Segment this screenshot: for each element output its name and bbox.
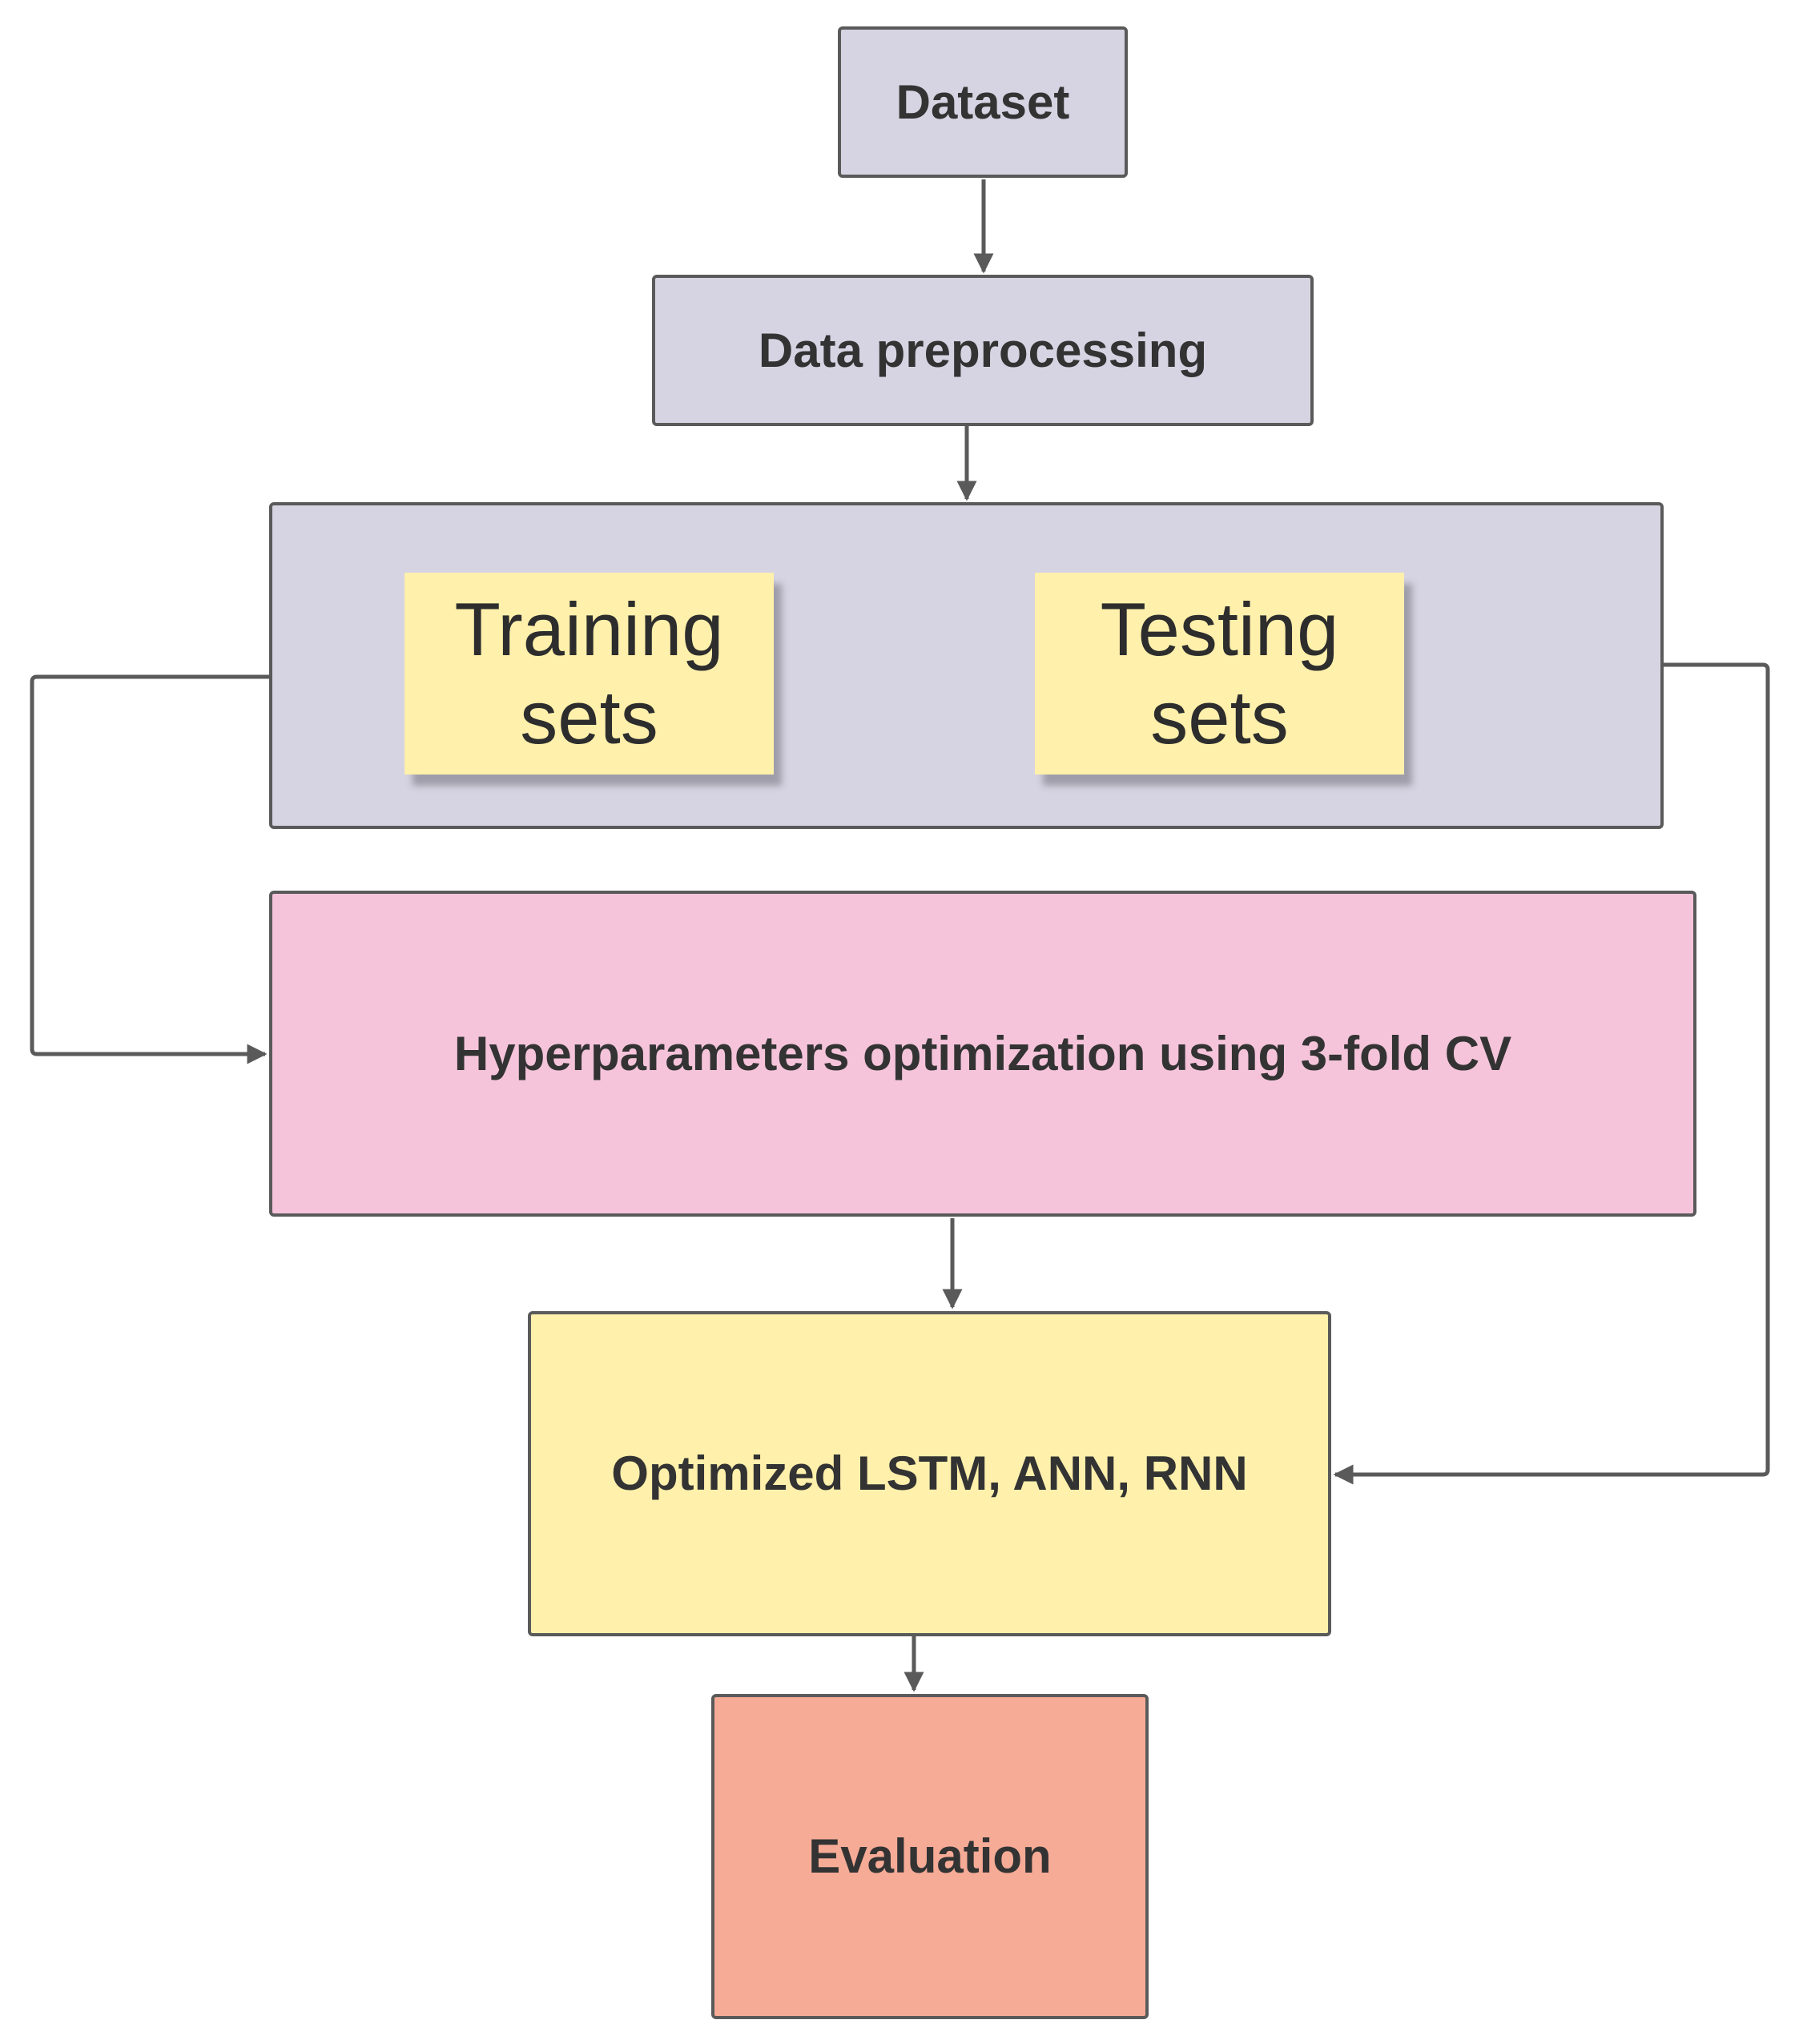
dataset-label: Dataset <box>895 74 1070 129</box>
testing-sets-label-line2: sets <box>1150 675 1289 759</box>
optimized-models-node: Optimized LSTM, ANN, RNN <box>528 1311 1331 1636</box>
hyperparameter-optimization-label: Hyperparameters optimization using 3-fol… <box>453 1026 1512 1080</box>
dataset-node: Dataset <box>838 26 1128 178</box>
hyperparameter-optimization-node: Hyperparameters optimization using 3-fol… <box>269 891 1696 1217</box>
arrow-training-to-hyperparameters <box>30 674 396 1064</box>
evaluation-node: Evaluation <box>711 1694 1149 2019</box>
optimized-models-label: Optimized LSTM, ANN, RNN <box>611 1446 1248 1500</box>
data-preprocessing-node: Data preprocessing <box>652 275 1314 426</box>
training-sets-label-line2: sets <box>520 675 658 759</box>
testing-sets-label-line1: Testing <box>1100 587 1339 672</box>
testing-sets-note: Testing sets <box>1035 573 1404 775</box>
evaluation-label: Evaluation <box>808 1829 1052 1883</box>
training-sets-note: Training sets <box>404 573 774 775</box>
training-sets-label-line1: Training <box>454 587 724 672</box>
data-preprocessing-label: Data preprocessing <box>758 323 1208 377</box>
arrow-testing-to-models <box>1333 662 1770 1485</box>
